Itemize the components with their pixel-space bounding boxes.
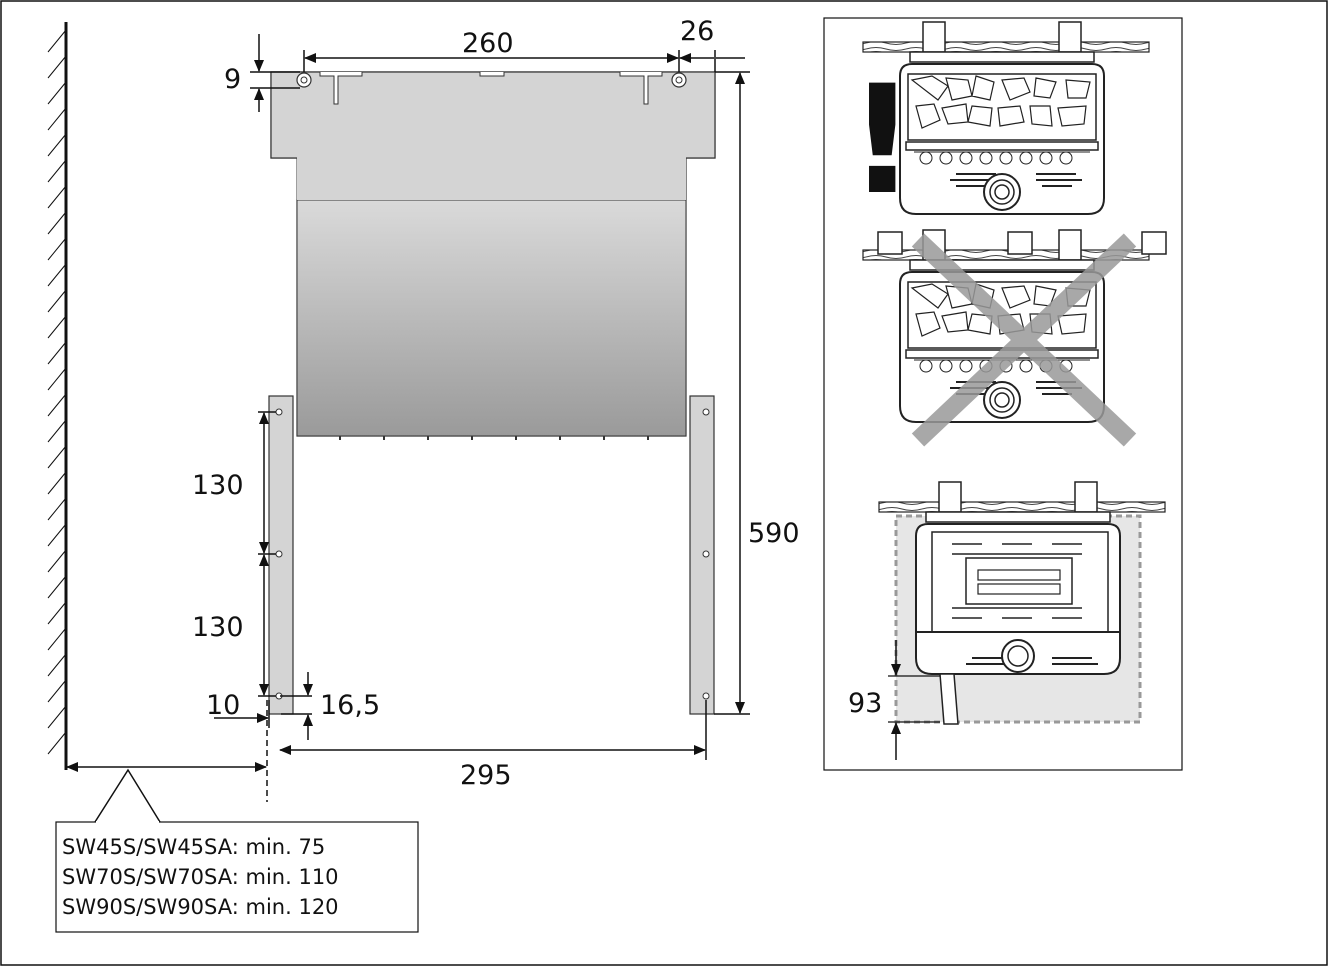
dim-bracket-hole-spacing-upper: 130 [192, 470, 244, 501]
dim-hole-spacing-top: 260 [462, 28, 514, 59]
dim-side-offset: 26 [680, 16, 714, 47]
dim-overall-height: 590 [748, 518, 800, 549]
dim-bottom-hole-offset: 16,5 [320, 690, 380, 721]
dim-bracket-hole-inset: 10 [206, 690, 240, 721]
clearance-row: SW90S/SW90SA: min. 120 [62, 895, 339, 919]
mounting-plate [270, 71, 716, 440]
side-bracket-right [689, 395, 715, 715]
wall [47, 22, 68, 770]
dim-top-hole-offset: 9 [224, 64, 241, 95]
dimension-lines [66, 34, 750, 823]
dim-guard-offset: 93 [848, 688, 882, 719]
warning-icon: ! [848, 54, 916, 228]
heater-incorrect [862, 229, 1167, 423]
clearance-row: SW45S/SW45SA: min. 75 [62, 835, 325, 859]
cross-icon [911, 233, 1137, 447]
side-bracket-left [268, 395, 294, 715]
dim-bracket-hole-spacing-lower: 130 [192, 612, 244, 643]
clearance-legend: SW45S/SW45SA: min. 75 SW70S/SW70SA: min.… [55, 821, 419, 933]
heater-with-guard [878, 481, 1166, 760]
installation-panel: ! [823, 17, 1183, 771]
dim-bracket-spacing: 295 [460, 760, 512, 791]
clearance-row: SW70S/SW70SA: min. 110 [62, 865, 339, 889]
